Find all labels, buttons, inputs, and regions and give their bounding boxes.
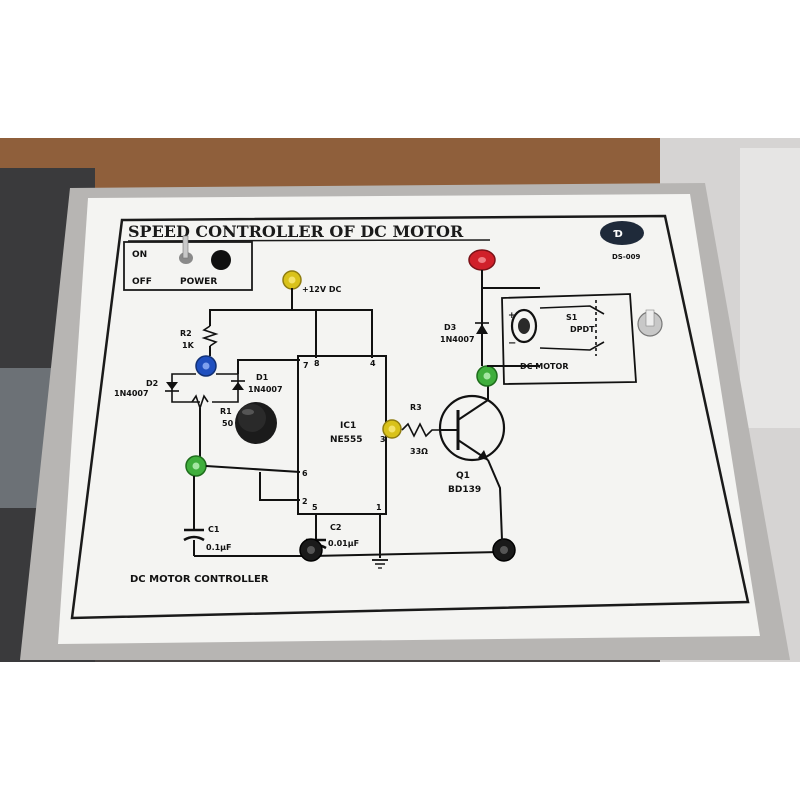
c2-value: 0.01µF [328,539,359,548]
transistor-q1 [438,394,506,462]
d1-part: 1N4007 [248,385,283,394]
d1-name: D1 [256,373,269,382]
s1-name: S1 [566,313,578,322]
potentiometer-knob[interactable] [235,402,277,444]
socket-black-left[interactable] [299,538,323,562]
wire-supply-left [209,288,293,326]
dpdt-toggle-switch[interactable] [637,309,663,337]
resistor-r3 [401,422,440,438]
pin-8: 8 [314,359,320,368]
motor-plus: + [508,311,516,321]
wire-pin2 [259,472,300,501]
pin-2: 2 [302,497,308,506]
panel-title: SPEED CONTROLLER OF DC MOTOR [128,222,464,241]
socket-12v[interactable] [282,270,302,290]
c1-name: C1 [208,525,220,534]
pin-1: 1 [376,503,382,512]
dc-motor-icon [510,308,538,344]
pin-4: 4 [370,359,376,368]
pin-5: 5 [312,503,318,512]
footer-label: DC MOTOR CONTROLLER [130,574,269,585]
d3-part: 1N4007 [440,335,475,344]
power-off-label: OFF [132,277,152,287]
pin-6: 6 [302,469,308,478]
title-underline [127,239,491,242]
socket-green-right[interactable] [476,365,498,387]
company-logo [600,221,644,245]
r1-value: 50 [222,419,234,428]
panel-border [70,214,750,620]
motor-box [501,293,637,385]
switch-contact-2 [539,341,605,351]
d3-name: D3 [444,323,456,332]
diode-d3-icon [476,324,488,334]
side-panel [740,148,800,428]
s1-type: DPDT [570,325,595,334]
wooden-wall [0,138,720,190]
logo-mark-icon: Ɗ [613,229,623,240]
socket-yellow-output[interactable] [382,419,402,439]
power-indicator-led [211,250,231,270]
r3-value: 33Ω [410,447,428,456]
photo-svg: SPEED CONTROLLER OF DC MOTOR Ɗ DS-009 ON… [0,138,800,662]
c1-value: 0.1µF [206,543,232,552]
ic-part: NE555 [330,435,362,445]
switch-contact-1 [539,305,605,315]
socket-blue[interactable] [195,355,217,377]
pin-7: 7 [303,361,309,370]
c2-name: C2 [330,523,341,532]
r2-name: R2 [180,329,192,338]
wire-supply-right [292,309,373,358]
socket-black-right[interactable] [492,538,516,562]
pin-3: 3 [380,435,386,444]
diode-d1-icon [232,382,244,390]
motor-minus: − [508,338,516,349]
wire-pin7 [237,359,300,374]
power-label: POWER [180,277,217,287]
socket-green-left[interactable] [185,455,207,477]
supply-label: +12V DC [302,285,341,294]
diode-d2-icon [166,382,178,390]
q1-name: Q1 [456,471,470,481]
q1-part: BD139 [448,485,481,495]
wire-emitter [487,459,503,541]
ic-name: IC1 [340,421,356,431]
photo-region: SPEED CONTROLLER OF DC MOTOR Ɗ DS-009 ON… [0,138,800,662]
wire-pin6 [205,465,301,473]
motor-label: DC MOTOR [520,362,568,371]
r3-name: R3 [410,403,422,412]
model-number: DS-009 [612,253,640,261]
resistor-r2 [201,325,219,347]
power-toggle-switch[interactable] [179,235,193,264]
power-on-label: ON [132,250,147,260]
r2-value: 1K [182,341,195,350]
ground-icon [372,559,388,569]
r1-name: R1 [220,407,232,416]
socket-red[interactable] [468,249,496,271]
d2-name: D2 [146,379,158,388]
d2-part: 1N4007 [114,389,149,398]
